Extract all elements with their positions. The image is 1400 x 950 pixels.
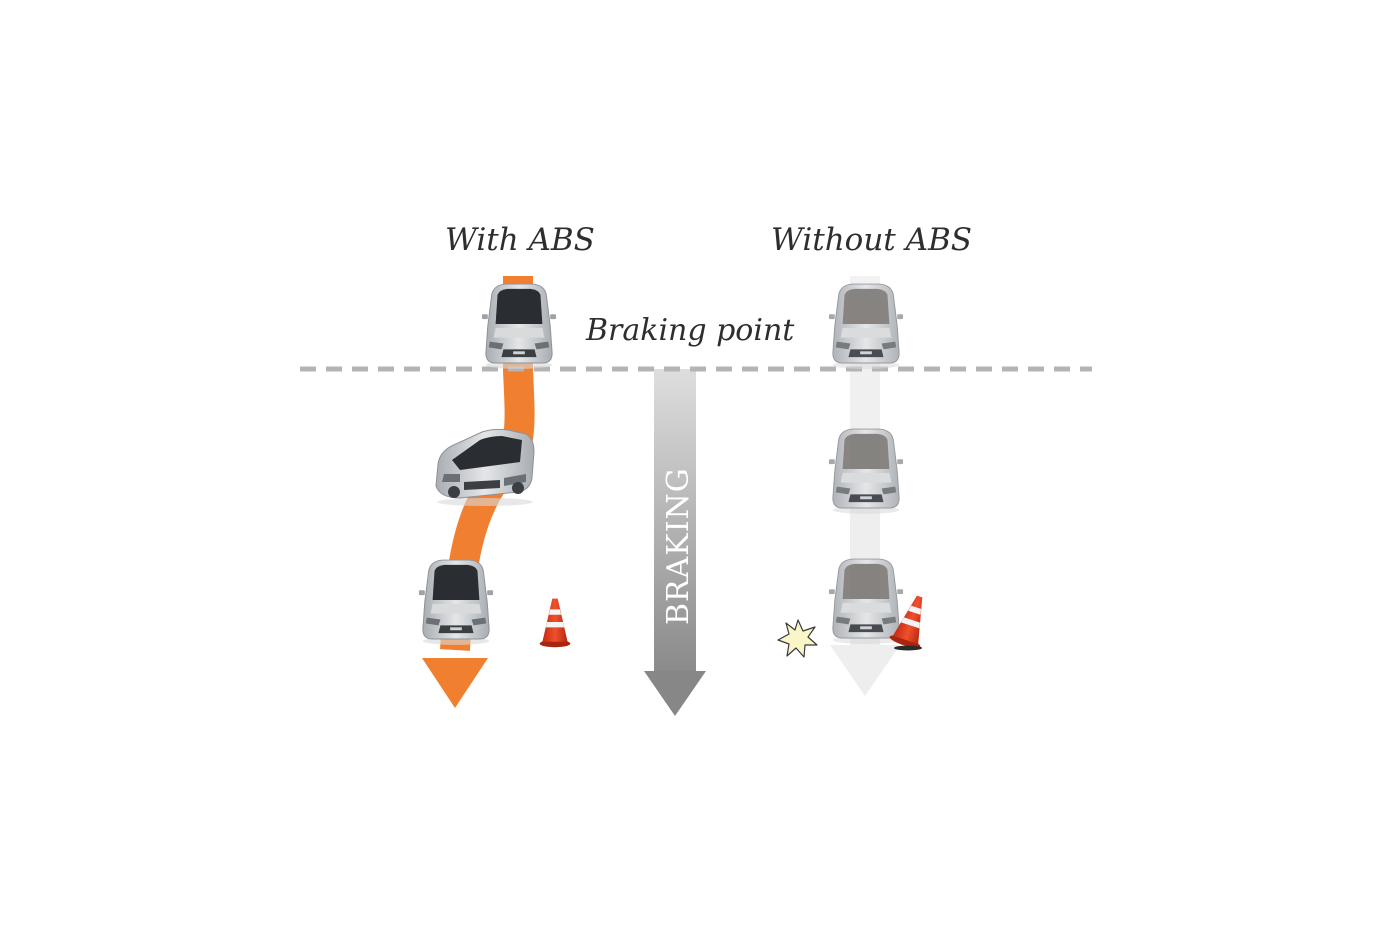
cone-shadow bbox=[894, 645, 922, 651]
traffic-cone-icon bbox=[539, 598, 571, 648]
car-top-view-icon bbox=[435, 428, 535, 507]
car-top-view-icon bbox=[418, 559, 494, 646]
braking-label: BRAKING bbox=[661, 467, 696, 625]
car-top-view-icon bbox=[828, 283, 904, 370]
impact-burst-icon bbox=[777, 619, 818, 658]
with-abs-arrowhead bbox=[422, 658, 488, 708]
car-top-view-icon bbox=[828, 428, 904, 515]
without-abs-label: Without ABS bbox=[771, 222, 973, 258]
braking-point-label: Braking point bbox=[586, 313, 795, 348]
braking-arrow: BRAKING bbox=[644, 369, 706, 716]
without-abs-arrowhead bbox=[830, 645, 900, 696]
car-top-view-icon bbox=[481, 283, 557, 370]
car-top-view-icon bbox=[828, 558, 904, 645]
with-abs-label: With ABS bbox=[445, 222, 595, 258]
